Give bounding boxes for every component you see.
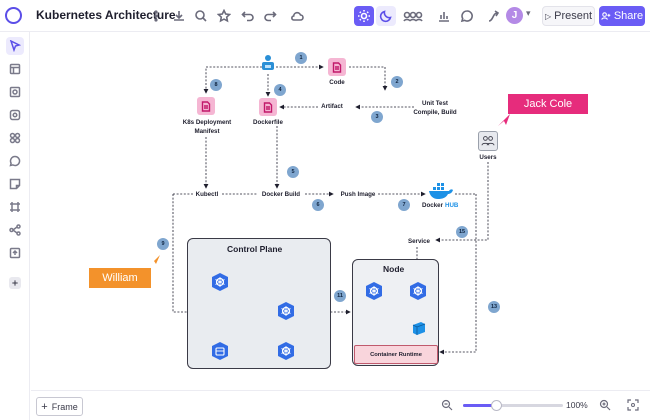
left-sidebar: [0, 32, 30, 420]
top-toolbar: Kubernetes Architecture J ▾ ▷ Present: [0, 0, 650, 32]
container-runtime-box[interactable]: Container Runtime: [354, 345, 438, 364]
add-user-icon: [601, 12, 611, 20]
comment-icon[interactable]: [458, 7, 476, 25]
k8s-manifest-label-2: Manifest: [194, 128, 220, 135]
step-badge: 2: [391, 76, 403, 88]
step-badge: 8: [210, 79, 222, 91]
chart-icon[interactable]: [435, 7, 453, 25]
code-label: Code: [329, 79, 345, 86]
document-title[interactable]: Kubernetes Architecture: [36, 8, 176, 22]
connector-icon[interactable]: [485, 7, 503, 25]
node-title: Node: [383, 264, 405, 274]
zoom-in-icon[interactable]: [599, 399, 611, 411]
cursor-pointer-icon: [498, 114, 510, 126]
step-badge: 15: [456, 226, 468, 238]
dockerfile-icon[interactable]: [259, 98, 277, 116]
cursor-pointer-icon: [150, 255, 160, 265]
cursor-label-jack: Jack Cole: [508, 94, 588, 114]
step-badge: 1: [295, 52, 307, 64]
comment-icon[interactable]: [6, 152, 24, 170]
search-icon[interactable]: [192, 7, 210, 25]
control-plane-title: Control Plane: [227, 244, 283, 254]
compile-build-label: Compile, Build: [413, 109, 457, 116]
code-file-icon[interactable]: [328, 58, 346, 76]
template-icon[interactable]: [6, 60, 24, 78]
whiteboard-canvas[interactable]: [31, 33, 650, 389]
manifest-file-icon[interactable]: [197, 97, 215, 115]
step-badge: 7: [398, 199, 410, 211]
present-label: Present: [554, 10, 593, 22]
bottom-bar: + Frame 100%: [31, 390, 650, 420]
plus-icon[interactable]: [9, 277, 21, 289]
step-badge: 11: [334, 290, 346, 302]
components-icon[interactable]: [6, 129, 24, 147]
light-mode-icon[interactable]: [354, 6, 374, 26]
artifact-label: Artifact: [321, 103, 343, 110]
zoom-slider[interactable]: [463, 400, 563, 411]
app-logo[interactable]: [5, 7, 22, 24]
container-icon[interactable]: [411, 320, 427, 336]
push-image-label: Push Image: [340, 191, 376, 198]
developer-icon[interactable]: [260, 54, 276, 72]
step-badge: 13: [488, 301, 500, 313]
add-frame-button[interactable]: + Frame: [36, 397, 83, 416]
shapes-icon[interactable]: [6, 83, 24, 101]
kubernetes-icon[interactable]: [408, 281, 428, 301]
zoom-slider-fill: [463, 404, 496, 407]
step-badge: 4: [274, 84, 286, 96]
redo-icon[interactable]: [261, 7, 279, 25]
kubernetes-icon[interactable]: [210, 272, 230, 292]
zoom-level: 100%: [566, 400, 588, 410]
present-button[interactable]: ▷ Present: [542, 6, 595, 26]
service-label: Service: [407, 238, 431, 245]
collaborators-icon[interactable]: [402, 7, 424, 25]
fit-screen-icon[interactable]: [627, 399, 639, 411]
frame-label: Frame: [51, 401, 78, 412]
step-badge: 6: [312, 199, 324, 211]
step-badge: 9: [157, 238, 169, 250]
share-label: Share: [613, 10, 644, 22]
share-button[interactable]: Share: [599, 6, 645, 26]
step-badge: 3: [371, 111, 383, 123]
chevron-down-icon[interactable]: ▾: [526, 8, 531, 18]
download-icon[interactable]: [170, 7, 188, 25]
kubernetes-icon[interactable]: [276, 301, 296, 321]
play-icon: ▷: [544, 11, 552, 21]
more-icon[interactable]: [147, 7, 165, 25]
star-icon[interactable]: [215, 7, 233, 25]
kubectl-label: Kubectl: [195, 191, 219, 198]
docker-hub-label-1: Docker: [422, 202, 443, 209]
dark-mode-icon[interactable]: [376, 6, 396, 26]
zoom-slider-handle[interactable]: [491, 400, 502, 411]
docker-whale-icon[interactable]: [428, 182, 454, 200]
docker-hub-label-2: HUB: [445, 202, 459, 209]
etcd-database-icon[interactable]: [210, 341, 230, 361]
docker-build-label: Docker Build: [261, 191, 301, 198]
mindmap-icon[interactable]: [6, 221, 24, 239]
frame-icon[interactable]: [6, 198, 24, 216]
cursor-label-william: William: [89, 268, 151, 288]
select-icon[interactable]: [6, 37, 24, 55]
users-label: Users: [479, 154, 497, 161]
avatar[interactable]: J: [506, 7, 523, 24]
step-badge: 5: [287, 166, 299, 178]
zoom-out-icon[interactable]: [441, 399, 453, 411]
control-plane-box[interactable]: [187, 238, 331, 369]
undo-icon[interactable]: [239, 7, 257, 25]
sticky-note-icon[interactable]: [6, 175, 24, 193]
unit-test-label: Unit Test: [421, 100, 448, 107]
sticker-icon[interactable]: [6, 106, 24, 124]
upload-icon[interactable]: [6, 244, 24, 262]
cloud-icon[interactable]: [288, 7, 306, 25]
plus-icon: +: [41, 400, 48, 413]
k8s-manifest-label-1: K8s Deployment: [182, 119, 232, 126]
kubernetes-icon[interactable]: [276, 341, 296, 361]
users-icon[interactable]: [478, 131, 498, 151]
dockerfile-label: Dockerfile: [253, 119, 283, 126]
kubernetes-icon[interactable]: [364, 281, 384, 301]
